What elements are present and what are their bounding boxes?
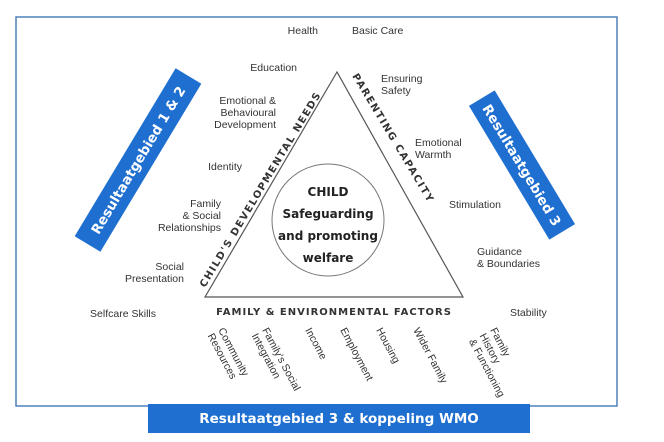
center-circle	[271, 163, 385, 277]
center-line: and promoting	[278, 229, 378, 243]
center-line: CHILD	[308, 185, 349, 199]
side-label-family-factors: FAMILY & ENVIRONMENTAL FACTORS	[216, 307, 452, 318]
factor-label: Stability	[510, 307, 548, 319]
factor-label: Health	[288, 25, 319, 37]
factor-label: Selfcare Skills	[90, 308, 156, 320]
center-line: welfare	[303, 251, 354, 265]
factor-label: Basic Care	[352, 25, 404, 37]
badge-resultaatgebied-3-wmo: Resultaatgebied 3 & koppeling WMO	[148, 404, 530, 433]
center-text: CHILD Safeguarding and promoting welfare	[278, 185, 378, 265]
factor-label: Stimulation	[449, 199, 501, 211]
factor-label: Guidance& Boundaries	[477, 246, 540, 270]
triangle	[203, 70, 465, 298]
center-line: Safeguarding	[282, 207, 373, 221]
factor-label: Education	[250, 62, 297, 74]
factor-label: Identity	[208, 161, 243, 173]
badge-text: Resultaatgebied 3 & koppeling WMO	[199, 411, 479, 427]
